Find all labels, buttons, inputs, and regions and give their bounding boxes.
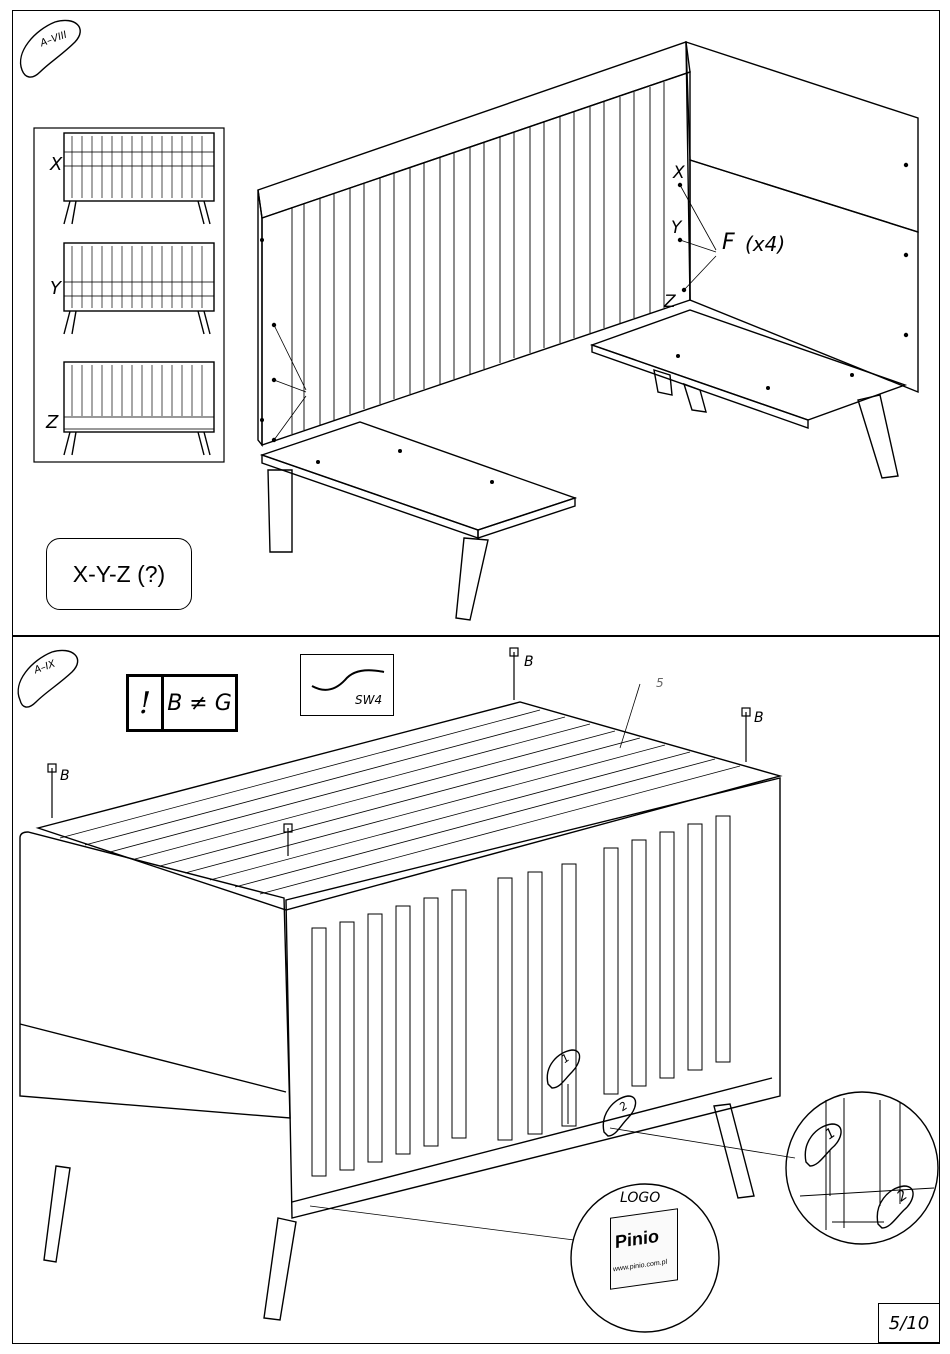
warning-text: B ≠ G [164,677,235,729]
tool-box: SW4 [300,654,394,716]
warning-box: ! B ≠ G [126,674,238,732]
warning-icon: ! [129,677,164,729]
page-number: 5/10 [878,1303,940,1343]
screw-label: B [60,768,70,784]
part-number-label: 5 [656,676,664,690]
action-detail-circle [786,1092,938,1244]
brand-logo: Pinio [615,1226,659,1253]
logo-caption: LOGO [620,1190,660,1206]
tool-label: SW4 [355,693,382,707]
brand-logo-plate: Pinio www.pinio.com.pl [610,1208,678,1290]
crib-left-end-panel [20,832,296,1320]
brand-url: www.pinio.com.pl [613,1259,667,1274]
crib-front-rail [286,778,780,1218]
step-badge-foot-icon [18,650,77,707]
screw-label: B [524,654,534,670]
screw-label: B [754,710,764,726]
